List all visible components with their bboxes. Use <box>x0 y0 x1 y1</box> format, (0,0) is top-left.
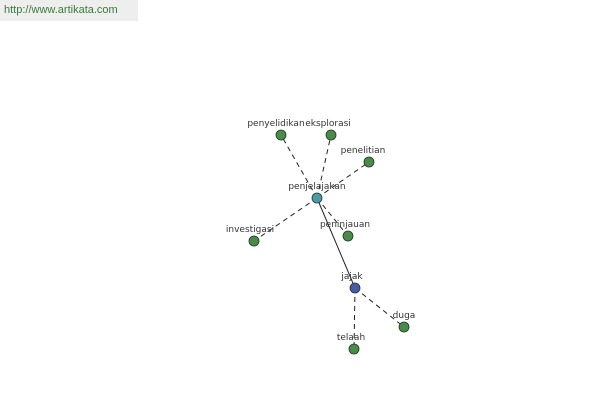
node-penyelidikan[interactable]: penyelidikan <box>247 119 305 141</box>
node-investigasi[interactable]: investigasi <box>226 225 274 247</box>
node-label-telaah[interactable]: telaah <box>337 333 365 343</box>
edge-jajak-telaah <box>353 287 356 350</box>
node-circle-penyelidikan[interactable] <box>275 129 287 141</box>
edge-penjelajakan-eksplorasi <box>316 134 332 199</box>
node-label-penelitian[interactable]: penelitian <box>341 146 386 156</box>
node-circle-penjelajakan[interactable] <box>311 192 323 204</box>
node-jajak[interactable]: jajak <box>340 272 363 294</box>
node-peninjauan[interactable]: peninjauan <box>320 220 370 242</box>
node-circle-investigasi[interactable] <box>248 235 260 247</box>
node-eksplorasi[interactable]: eksplorasi <box>305 119 351 141</box>
node-label-duga[interactable]: duga <box>393 311 416 321</box>
node-telaah[interactable]: telaah <box>337 333 365 355</box>
node-penelitian[interactable]: penelitian <box>341 146 386 168</box>
node-label-peninjauan[interactable]: peninjauan <box>320 220 370 230</box>
node-circle-peninjauan[interactable] <box>342 230 354 242</box>
node-circle-jajak[interactable] <box>349 282 361 294</box>
node-label-jajak[interactable]: jajak <box>340 272 363 282</box>
node-duga[interactable]: duga <box>393 311 416 333</box>
node-penjelajakan[interactable]: penjelajakan <box>288 182 346 204</box>
edge-penjelajakan-jajak <box>316 197 356 289</box>
node-label-penjelajakan[interactable]: penjelajakan <box>288 182 345 192</box>
site-url-link[interactable]: http://www.artikata.com <box>4 4 118 16</box>
edge-jajak-duga <box>354 287 405 328</box>
node-circle-duga[interactable] <box>398 321 410 333</box>
node-circle-penelitian[interactable] <box>363 156 375 168</box>
edge-penjelajakan-penyelidikan <box>280 134 318 199</box>
url-banner: http://www.artikata.com <box>0 0 138 21</box>
edge-penjelajakan-penelitian <box>316 161 370 199</box>
edges-layer <box>253 134 405 350</box>
node-circle-telaah[interactable] <box>348 343 360 355</box>
node-label-eksplorasi[interactable]: eksplorasi <box>305 119 351 129</box>
node-label-investigasi[interactable]: investigasi <box>226 225 274 235</box>
node-circle-eksplorasi[interactable] <box>325 129 337 141</box>
edge-penjelajakan-investigasi <box>253 197 318 242</box>
node-label-penyelidikan[interactable]: penyelidikan <box>247 119 304 129</box>
edge-penjelajakan-peninjauan <box>316 197 349 237</box>
